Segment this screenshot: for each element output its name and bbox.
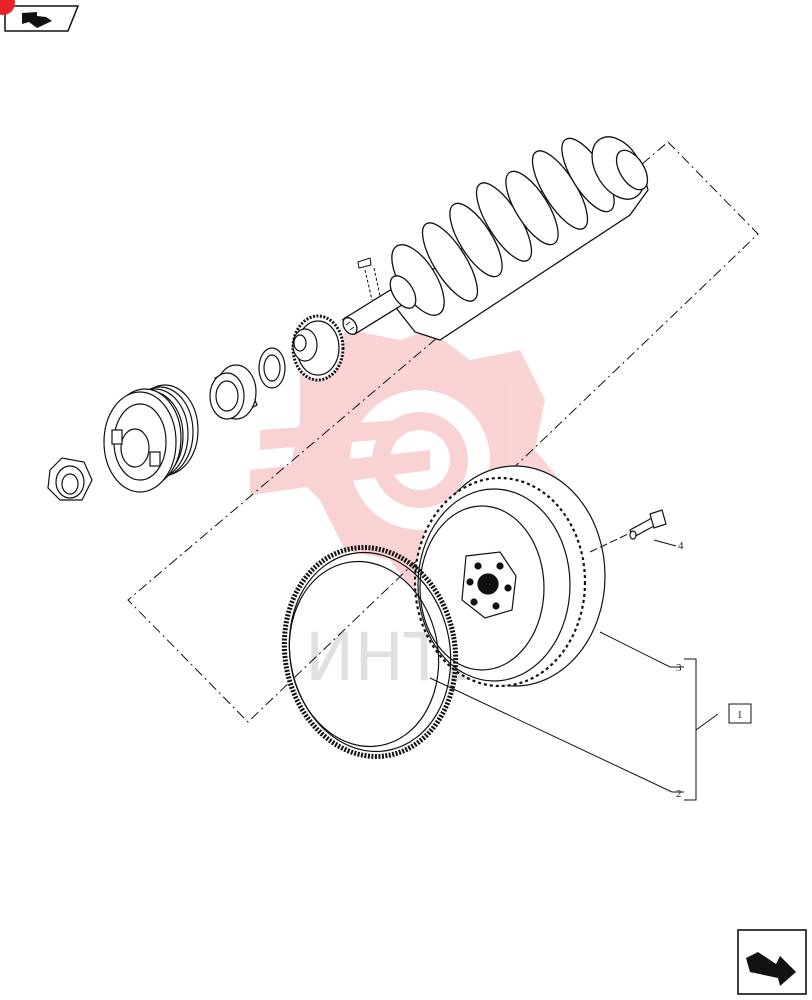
prev-page-button[interactable]	[0, 0, 82, 36]
leader-lines	[429, 539, 719, 801]
arrow-page-prev-icon	[4, 5, 80, 32]
crankshaft-pulley	[103, 384, 199, 493]
next-page-button[interactable]	[736, 928, 808, 996]
woodruff-key	[357, 257, 381, 301]
callout-3: 3	[676, 662, 682, 674]
notification-badge	[0, 0, 15, 15]
callout-1-box	[728, 703, 752, 724]
spacer-sleeve	[209, 364, 258, 420]
callout-2: 2	[676, 788, 682, 800]
assembly-boundary-line	[127, 141, 759, 723]
callout-1: 1	[737, 709, 743, 721]
timing-gear	[291, 314, 345, 382]
thrust-washer	[258, 347, 286, 389]
flywheel-bolt	[629, 509, 667, 540]
flywheel	[413, 465, 606, 688]
arrow-page-next-icon	[737, 929, 807, 995]
crank-webs	[391, 136, 649, 316]
crankshaft	[341, 136, 649, 341]
watermark-logo	[250, 330, 560, 600]
callout-4: 4	[678, 540, 684, 552]
pulley-nut	[47, 457, 93, 501]
ring-gear	[281, 545, 459, 759]
